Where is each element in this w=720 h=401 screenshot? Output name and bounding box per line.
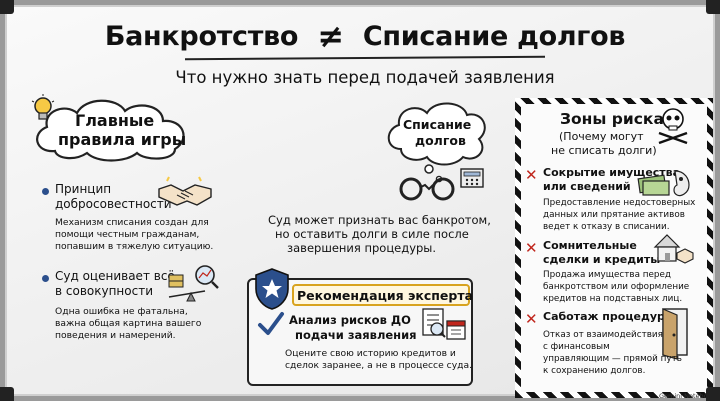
title-left: Банкротство: [104, 20, 299, 52]
red-x-icon: ✕: [525, 166, 538, 184]
expert-desc-line1: Оцените свою историю кредитов и: [285, 348, 456, 359]
page-subtitle: Что нужно знать перед подачей заявления: [175, 68, 555, 87]
risk3-desc-line3: управляющим — прямой путь: [543, 354, 682, 364]
red-x-icon: ✕: [525, 239, 538, 257]
rules-cloud-icon: [36, 99, 185, 162]
rule1-title2: добросовестности: [55, 197, 172, 211]
risk3-title1: Саботаж процедуры: [543, 310, 675, 323]
shield-star-icon: [255, 268, 289, 310]
expert-heading-box: [292, 284, 470, 306]
risk2-desc-line2: банкротством или оформление: [543, 282, 690, 292]
rule2-title1: Суд оценивает всё: [55, 269, 175, 283]
hidden-money-icon: [637, 170, 690, 197]
writeoff-cloud-line1: Списание: [403, 117, 472, 132]
calculator-stack-icon: [460, 168, 484, 188]
center-text-line1: Суд может признать вас банкротом,: [268, 213, 491, 227]
risk1-desc-line3: ведет к отказу в списании.: [543, 222, 670, 232]
risk3-desc-line1: Отказ от взаимодействия: [543, 330, 663, 340]
expert-title1: Анализ рисков ДО: [289, 313, 411, 327]
watermark: Gemini Notebook: [659, 392, 716, 400]
rule1-desc-line1: Механизм списания создан для: [55, 217, 209, 228]
skull-crossbones-icon: [658, 108, 688, 145]
rule2-desc-line1: Одна ошибка не фатальна,: [55, 306, 188, 317]
bullet-dot: [42, 275, 49, 282]
scales-magnifier-icon: [168, 265, 219, 302]
rule1-desc-line2: помощи честным гражданам,: [55, 229, 200, 240]
documents-calendar-icon: [422, 308, 466, 340]
risk3-desc-line4: к сохранению долгов.: [543, 366, 646, 376]
red-x-icon: ✕: [525, 310, 538, 328]
board-corner: [706, 0, 720, 14]
rule1-desc-line3: попавшим в тяжелую ситуацию.: [55, 241, 214, 252]
risk-sub1: (Почему могут: [559, 130, 644, 143]
not-equal-sign: ≠: [317, 17, 344, 55]
rules-cloud-line1: Главные: [75, 111, 155, 130]
risk3-desc-line2: с финансовым: [543, 342, 610, 352]
risk-zone-box: [515, 98, 713, 398]
risk1-desc-line1: Предоставление недостоверных: [543, 198, 696, 208]
board-corner: [0, 0, 14, 14]
rule1-title1: Принцип: [55, 182, 112, 196]
risk2-title1: Сомнительные: [543, 239, 637, 252]
title-underline: [184, 55, 546, 61]
center-text-line3: завершения процедуры.: [287, 241, 437, 255]
expert-desc-line2: сделок заранее, а не в процессе суда.: [285, 360, 473, 371]
risk2-title2: сделки и кредиты: [543, 253, 661, 266]
risk2-desc-line1: Продажа имущества перед: [543, 270, 671, 280]
risk-heading: Зоны риска: [560, 110, 664, 128]
house-handshake-icon: [653, 234, 694, 264]
center-text-line2: но оставить долги в силе после: [275, 227, 469, 241]
handcuffs-icon: [399, 177, 455, 201]
risk-sub2: не списать долги): [551, 144, 657, 157]
door-exit-icon: [662, 308, 688, 360]
expert-heading: Рекомендация эксперта: [297, 288, 474, 303]
debt-writeoff-cloud-icon: [387, 102, 486, 183]
risk1-desc-line2: данных или прятание активов: [543, 210, 685, 220]
rules-cloud-line2: правила игры: [58, 130, 187, 149]
lightbulb-icon: [31, 94, 55, 120]
rule2-title2: в совокупности: [55, 284, 154, 298]
risk1-title2: или сведений: [543, 180, 631, 193]
risk2-desc-line3: кредитов на подставных лиц.: [543, 294, 683, 304]
rule2-desc-line2: важна общая картина вашего: [55, 318, 202, 329]
board-corner: [706, 387, 720, 401]
risk1-title1: Сокрытие имущества: [543, 166, 681, 179]
board-corner: [0, 387, 14, 401]
handshake-icon: [158, 176, 212, 206]
page-title: Банкротство ≠ Списание долгов: [5, 17, 720, 55]
checkmark-icon: [258, 312, 284, 335]
title-right: Списание долгов: [362, 20, 626, 52]
writeoff-cloud-line2: долгов: [415, 133, 466, 148]
bullet-dot: [42, 188, 49, 195]
rule2-desc-line3: поведения и намерений.: [55, 330, 176, 341]
expert-title2: подачи заявления: [295, 328, 417, 342]
